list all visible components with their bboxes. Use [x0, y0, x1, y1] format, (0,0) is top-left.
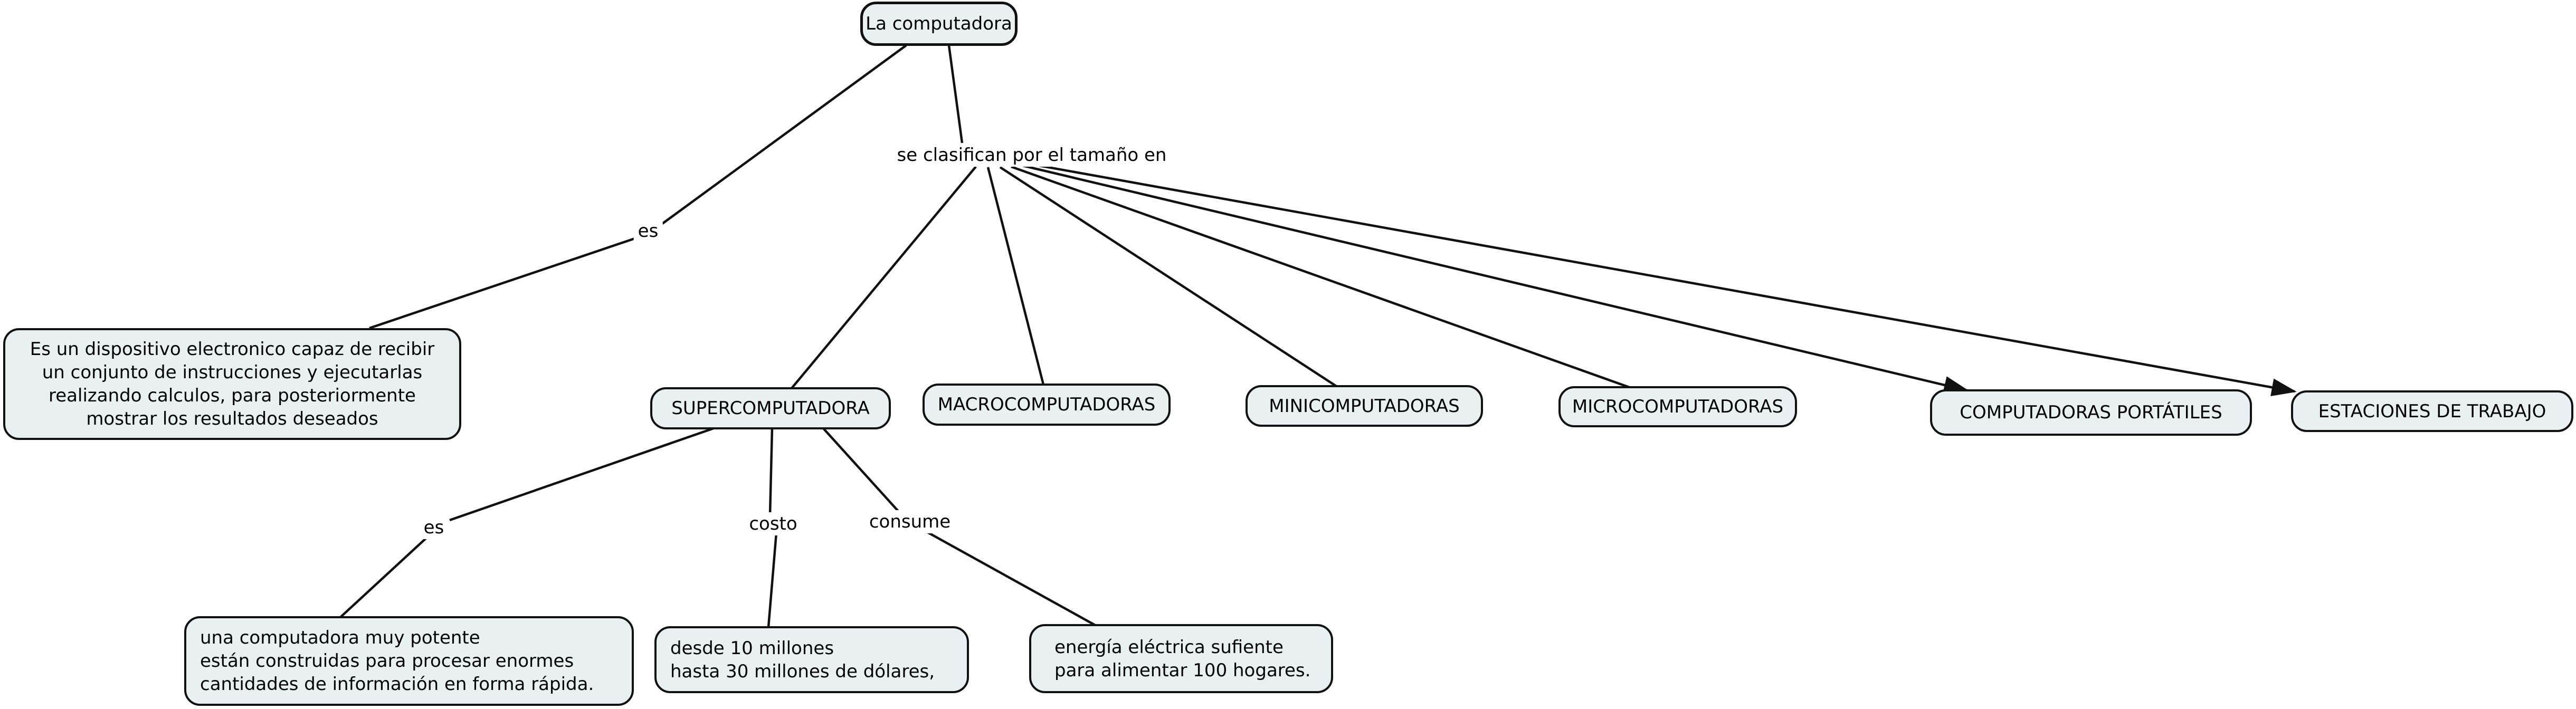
link-line-clasifican-minicomputadoras	[999, 166, 1337, 387]
link-line-super-consume	[822, 427, 900, 513]
link-line-clasifican-supercomputadora	[791, 166, 977, 389]
link-line-super-es	[449, 427, 714, 522]
link-line-clasifican-microcomputadoras	[1011, 165, 1630, 389]
link-line-clasifican-macrocomputadoras	[986, 167, 1045, 385]
link-line-es-detail	[339, 535, 430, 618]
link-line-clasifican-estaciones	[1033, 163, 2297, 397]
node-super-descripcion[interactable]: una computadora muy potente están constr…	[184, 616, 634, 706]
link-line-root-clasifican	[947, 45, 964, 143]
link-line-clasifican-portatiles	[1022, 164, 1969, 394]
node-super-consumo-detalle[interactable]: energía eléctrica sufiente para alimenta…	[1029, 624, 1333, 693]
node-macrocomputadoras[interactable]: MACROCOMPUTADORAS	[923, 384, 1171, 426]
link-line-consume-detail	[924, 530, 1096, 626]
node-la-computadora[interactable]: La computadora	[860, 2, 1018, 46]
link-line-es-definition	[369, 237, 635, 330]
link-label-consume[interactable]: consume	[864, 510, 955, 533]
node-supercomputadora[interactable]: SUPERCOMPUTADORA	[650, 387, 891, 429]
node-minicomputadoras[interactable]: MINICOMPUTADORAS	[1246, 385, 1483, 427]
link-line-super-costo	[768, 428, 774, 515]
link-label-costo[interactable]: costo	[745, 512, 802, 535]
link-line-root-es	[661, 44, 907, 225]
node-definicion[interactable]: Es un dispositivo electronico capaz de r…	[3, 328, 461, 440]
link-label-es-definicion[interactable]: es	[633, 219, 663, 243]
node-computadoras-portatiles[interactable]: COMPUTADORAS PORTÁTILES	[1930, 389, 2252, 436]
node-estaciones-de-trabajo[interactable]: ESTACIONES DE TRABAJO	[2291, 390, 2573, 432]
link-label-es-super[interactable]: es	[419, 516, 449, 539]
link-line-costo-detail	[767, 532, 778, 628]
node-super-costo-detalle[interactable]: desde 10 millones hasta 30 millones de d…	[654, 626, 969, 693]
node-microcomputadoras[interactable]: MICROCOMPUTADORAS	[1558, 386, 1797, 427]
link-label-clasifican[interactable]: se clasifican por el tamaño en	[892, 143, 1171, 167]
